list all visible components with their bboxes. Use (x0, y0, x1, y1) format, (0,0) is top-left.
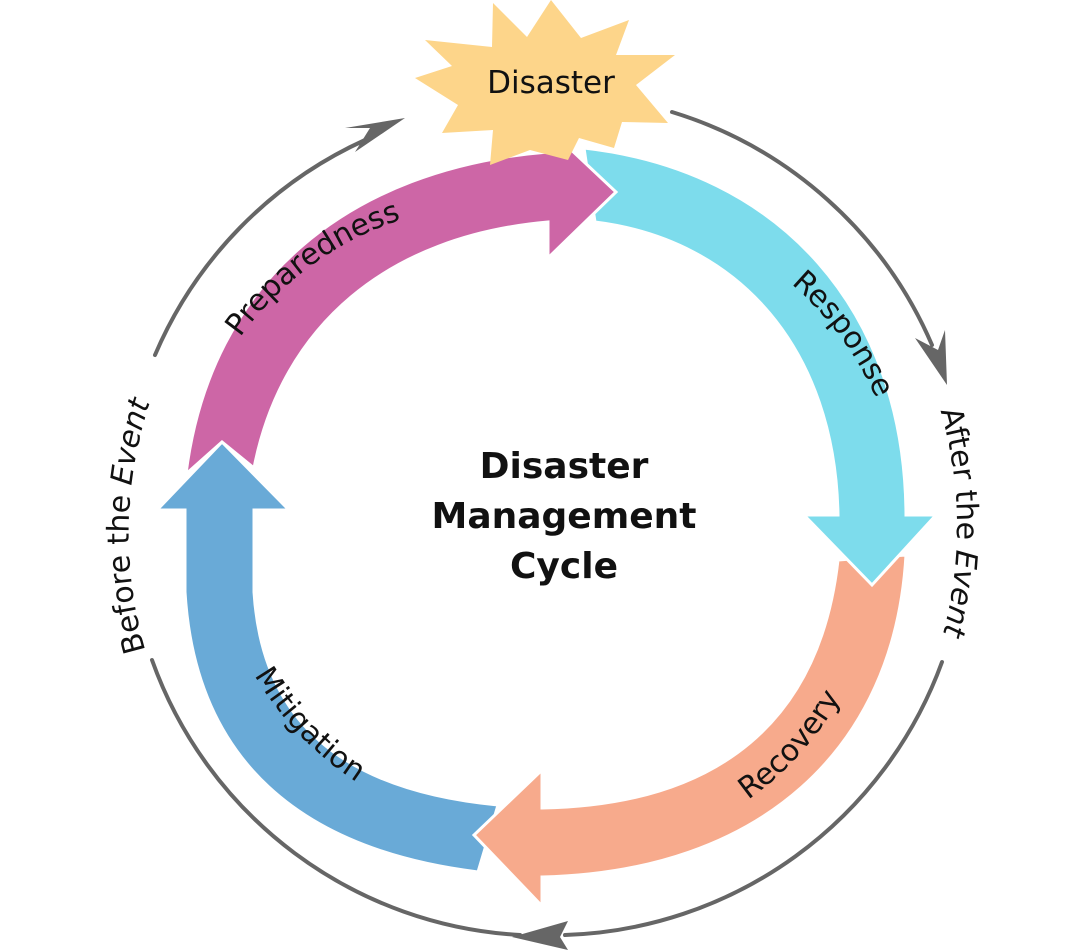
before-event-emphasis: Event (105, 393, 158, 487)
timeline-arcs (150, 110, 944, 937)
center-title-line-3: Cycle (510, 546, 618, 587)
after-event-prefix: After the (933, 404, 984, 551)
disaster-star-shape (415, 0, 675, 165)
after-event-arc-bottom (563, 660, 944, 937)
before-event-prefix: Before the (102, 483, 154, 658)
after-event-emphasis: Event (935, 549, 984, 642)
before-event-arc-top (153, 138, 367, 357)
center-title: Disaster Management Cycle (432, 446, 697, 587)
center-title-line-1: Disaster (480, 446, 649, 487)
before-event-label: Before the Event (102, 393, 158, 658)
phase-arrow-preparedness (184, 124, 619, 478)
disaster-event: Disaster (415, 0, 675, 165)
after-event-label: After the Event (933, 404, 984, 642)
timeline-arrowheads (345, 118, 947, 950)
after-event-arc-top (670, 110, 934, 347)
bottom-event-arrowhead (512, 921, 568, 950)
phase-arrow-response (582, 146, 940, 588)
after-event-arrowhead (915, 330, 947, 385)
phase-arrow-mitigation (153, 439, 500, 874)
center-title-line-2: Management (432, 496, 697, 537)
before-event-arrowhead (345, 118, 405, 152)
before-event-arc-bottom (150, 658, 522, 937)
phase-arrow-recovery (471, 553, 908, 910)
disaster-label: Disaster (487, 65, 615, 101)
